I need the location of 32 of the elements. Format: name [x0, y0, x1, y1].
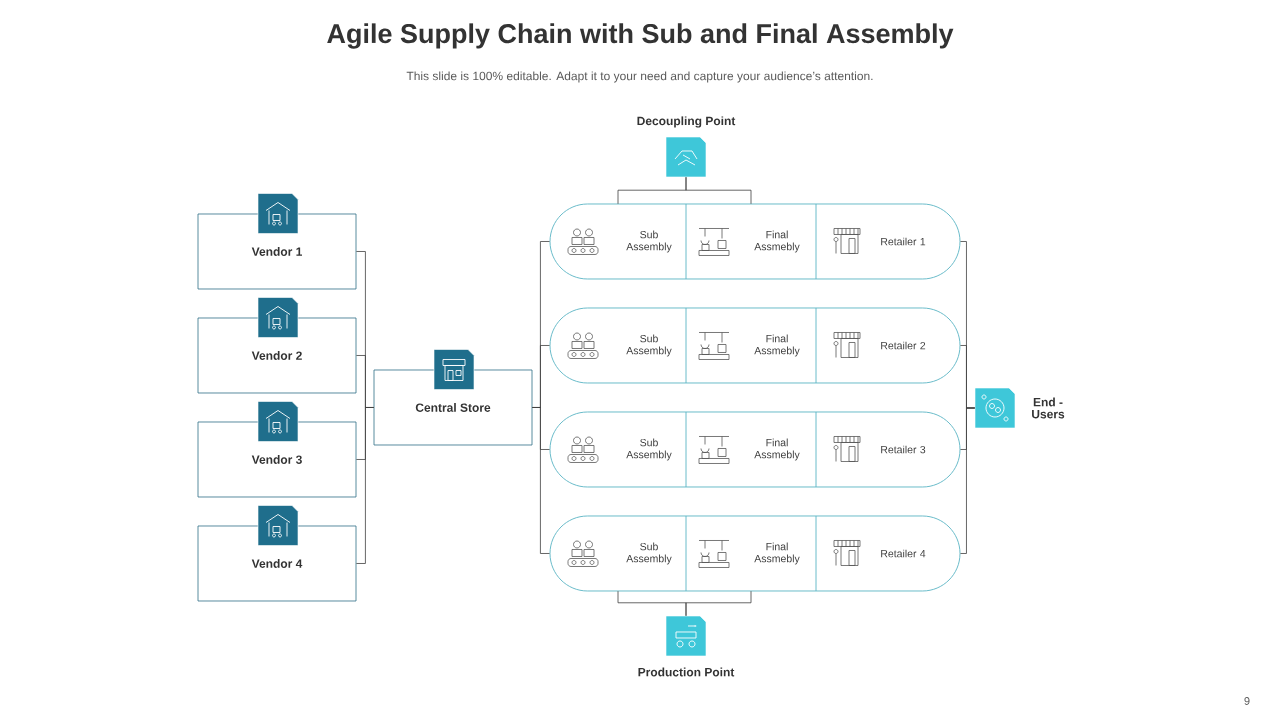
title: Agile Supply Chain with Sub and Final Assembly	[327, 23, 954, 49]
vendor-box: Vendor 1	[197, 213, 357, 290]
pill-band	[549, 411, 961, 488]
connector	[685, 176, 752, 205]
cell-label: Final Assmebly	[754, 438, 800, 461]
pill-band	[549, 307, 961, 384]
vendor-box: Vendor 2	[197, 317, 357, 394]
cell-label: Retailer 3	[881, 445, 926, 454]
cell-label: Retailer 2	[881, 341, 926, 350]
point-label: Decoupling Point	[637, 116, 736, 128]
store-box: Central Store	[373, 369, 533, 446]
pill-band	[549, 515, 961, 592]
cell-label: Sub Assembly	[626, 334, 672, 357]
connector	[532, 407, 550, 554]
page-number: 9	[1244, 697, 1250, 705]
cell-label: Final Assmebly	[754, 230, 800, 253]
connector	[685, 590, 752, 617]
node-label: End - Users	[1032, 397, 1065, 419]
cell-label: Sub Assembly	[626, 438, 672, 461]
pill-band	[549, 203, 961, 280]
cell-label: Retailer 1	[881, 237, 926, 246]
connector	[960, 407, 976, 554]
vendor-box: Vendor 3	[197, 421, 357, 498]
cell-label: Final Assmebly	[754, 542, 800, 565]
connector	[356, 407, 374, 564]
vendor-box: Vendor 4	[197, 525, 357, 602]
cell-label: Retailer 4	[881, 549, 926, 558]
cell-label: Final Assmebly	[754, 334, 800, 357]
cell-label: Sub Assembly	[626, 542, 672, 565]
point-label: Production Point	[638, 667, 735, 677]
subtitle: This slide is 100% editable. Adapt it to your need and capture your audience’s attention.	[406, 71, 873, 83]
cell-label: Sub Assembly	[626, 230, 672, 253]
